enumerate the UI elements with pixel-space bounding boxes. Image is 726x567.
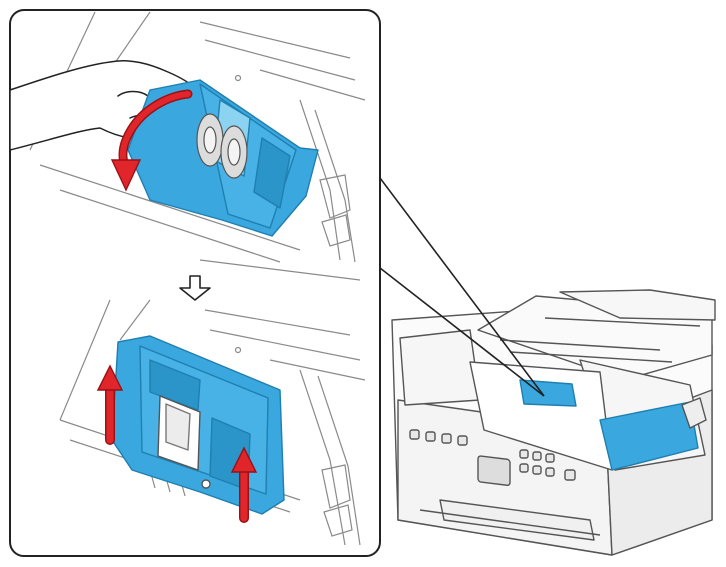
control-panel-buttons: [409, 429, 576, 481]
scanner-roller-cover-detail: [519, 379, 577, 407]
down-arrow-icon: [179, 275, 211, 301]
scanner-inner-blue-panel: [599, 401, 699, 471]
lift-arrow-right: [230, 446, 258, 523]
pickup-rollers: [196, 113, 248, 179]
control-panel-screen: [477, 455, 511, 486]
lift-arrow-left: [96, 364, 124, 445]
open-cover-arrow: [110, 89, 193, 192]
scanner-illustration: [391, 289, 716, 556]
callout-lines: [379, 177, 545, 397]
